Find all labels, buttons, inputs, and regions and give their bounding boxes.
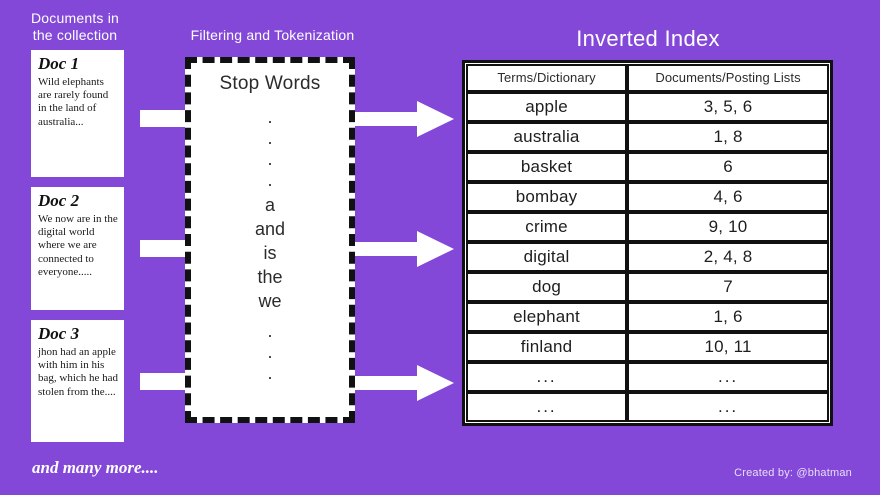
table-row: crime 9, 10 bbox=[466, 212, 829, 242]
term-value: elephant bbox=[513, 307, 580, 326]
arrow-shaft-right-icon-1 bbox=[140, 110, 188, 127]
table-header-terms-label: Terms/Dictionary bbox=[497, 70, 596, 85]
table-cell-term: ... bbox=[466, 362, 628, 392]
table-row: dog 7 bbox=[466, 272, 829, 302]
stop-words-dot: . bbox=[267, 149, 273, 169]
table-cell-postings: 7 bbox=[627, 272, 829, 302]
table-row: apple 3, 5, 6 bbox=[466, 92, 829, 122]
and-many-more-note: and many more.... bbox=[32, 458, 159, 477]
arrow-right-icon-3 bbox=[355, 364, 455, 402]
postings-value: 6 bbox=[723, 157, 733, 176]
postings-value: 2, 4, 8 bbox=[703, 247, 753, 266]
term-value: ... bbox=[536, 397, 557, 416]
postings-value: 1, 6 bbox=[713, 307, 743, 326]
inverted-index-table: Terms/Dictionary Documents/Posting Lists… bbox=[462, 60, 833, 426]
table-cell-postings: 1, 8 bbox=[627, 122, 829, 152]
documents-section-caption: Documents in the collection bbox=[31, 10, 119, 43]
stop-words-box: Stop Words . . . . a and is the we . . . bbox=[185, 57, 355, 423]
postings-value: 3, 5, 6 bbox=[703, 97, 753, 116]
table-cell-postings: ... bbox=[627, 362, 829, 392]
postings-value: 1, 8 bbox=[713, 127, 743, 146]
table-header-row: Terms/Dictionary Documents/Posting Lists bbox=[466, 64, 829, 92]
arrow-right-icon-2 bbox=[355, 230, 455, 268]
table-row: elephant 1, 6 bbox=[466, 302, 829, 332]
table-cell-term: elephant bbox=[466, 302, 628, 332]
table-cell-postings: 10, 11 bbox=[627, 332, 829, 362]
document-card-1: Doc 1 Wild elephants are rarely found in… bbox=[31, 50, 124, 177]
term-value: digital bbox=[523, 247, 570, 266]
term-value: bombay bbox=[515, 187, 578, 206]
document-card-3-title: Doc 3 bbox=[38, 324, 80, 343]
stop-words-dot: . bbox=[267, 321, 273, 341]
table-header-postings: Documents/Posting Lists bbox=[627, 64, 829, 92]
stop-word-item: and bbox=[254, 219, 286, 239]
table-cell-postings: 6 bbox=[627, 152, 829, 182]
document-card-2-body: We now are in the digital world where we… bbox=[38, 213, 118, 278]
stop-words-dot: . bbox=[267, 363, 273, 383]
term-value: dog bbox=[532, 277, 562, 296]
table-row: digital 2, 4, 8 bbox=[466, 242, 829, 272]
table-cell-postings: ... bbox=[627, 392, 829, 422]
term-value: crime bbox=[525, 217, 568, 236]
table-row: finland 10, 11 bbox=[466, 332, 829, 362]
stop-word-item: a bbox=[264, 195, 275, 215]
table-cell-term: australia bbox=[466, 122, 628, 152]
stop-words-dots-top: . . . . bbox=[191, 107, 349, 191]
table-header-postings-label: Documents/Posting Lists bbox=[655, 70, 801, 85]
postings-value: 10, 11 bbox=[704, 337, 752, 356]
stop-words-dots-bottom: . . . bbox=[191, 321, 349, 384]
stop-words-title: Stop Words bbox=[219, 73, 321, 94]
term-value: finland bbox=[520, 337, 573, 356]
table-cell-term: dog bbox=[466, 272, 628, 302]
stop-words-list: a and is the we bbox=[191, 193, 349, 313]
stop-words-dot: . bbox=[267, 170, 273, 190]
table-cell-term: ... bbox=[466, 392, 628, 422]
table-cell-postings: 4, 6 bbox=[627, 182, 829, 212]
arrow-right-icon-1 bbox=[355, 100, 455, 138]
postings-value: 7 bbox=[723, 277, 733, 296]
table-cell-term: digital bbox=[466, 242, 628, 272]
table-row: ... ... bbox=[466, 362, 829, 392]
stop-words-dot: . bbox=[267, 342, 273, 362]
credit-text: Created by: @bhatman bbox=[734, 467, 852, 479]
document-card-1-body: Wild elephants are rarely found in the l… bbox=[38, 76, 109, 128]
stop-words-dot: . bbox=[267, 128, 273, 148]
filtering-section-caption: Filtering and Tokenization bbox=[190, 27, 355, 43]
table-cell-term: bombay bbox=[466, 182, 628, 212]
table-header-terms: Terms/Dictionary bbox=[466, 64, 628, 92]
table-cell-term: basket bbox=[466, 152, 628, 182]
table-cell-term: crime bbox=[466, 212, 628, 242]
term-value: ... bbox=[536, 367, 557, 386]
postings-value: ... bbox=[717, 397, 739, 416]
term-value: basket bbox=[520, 157, 573, 176]
inverted-index-title: Inverted Index bbox=[576, 26, 720, 51]
table-cell-postings: 9, 10 bbox=[627, 212, 829, 242]
arrow-shaft-right-icon-2 bbox=[140, 240, 188, 257]
postings-value: 4, 6 bbox=[713, 187, 743, 206]
table-cell-term: apple bbox=[466, 92, 628, 122]
arrow-shaft-right-icon-3 bbox=[140, 373, 188, 390]
postings-value: ... bbox=[717, 367, 739, 386]
document-card-1-title: Doc 1 bbox=[38, 54, 80, 73]
stop-word-item: is bbox=[263, 243, 277, 263]
table-row: basket 6 bbox=[466, 152, 829, 182]
table-cell-postings: 1, 6 bbox=[627, 302, 829, 332]
table-cell-postings: 2, 4, 8 bbox=[627, 242, 829, 272]
table-row: australia 1, 8 bbox=[466, 122, 829, 152]
document-card-3-body: jhon had an apple with him in his bag, w… bbox=[38, 346, 119, 398]
document-card-2-title: Doc 2 bbox=[38, 191, 80, 210]
stop-words-dot: . bbox=[267, 107, 273, 127]
document-card-3: Doc 3 jhon had an apple with him in his … bbox=[31, 320, 124, 442]
document-card-2: Doc 2 We now are in the digital world wh… bbox=[31, 187, 124, 310]
stop-word-item: the bbox=[257, 267, 283, 287]
table-row: ... ... bbox=[466, 392, 829, 422]
stop-word-item: we bbox=[258, 291, 282, 311]
table-cell-term: finland bbox=[466, 332, 628, 362]
table-row: bombay 4, 6 bbox=[466, 182, 829, 212]
term-value: australia bbox=[513, 127, 580, 146]
table-cell-postings: 3, 5, 6 bbox=[627, 92, 829, 122]
postings-value: 9, 10 bbox=[708, 217, 748, 236]
term-value: apple bbox=[525, 97, 568, 116]
